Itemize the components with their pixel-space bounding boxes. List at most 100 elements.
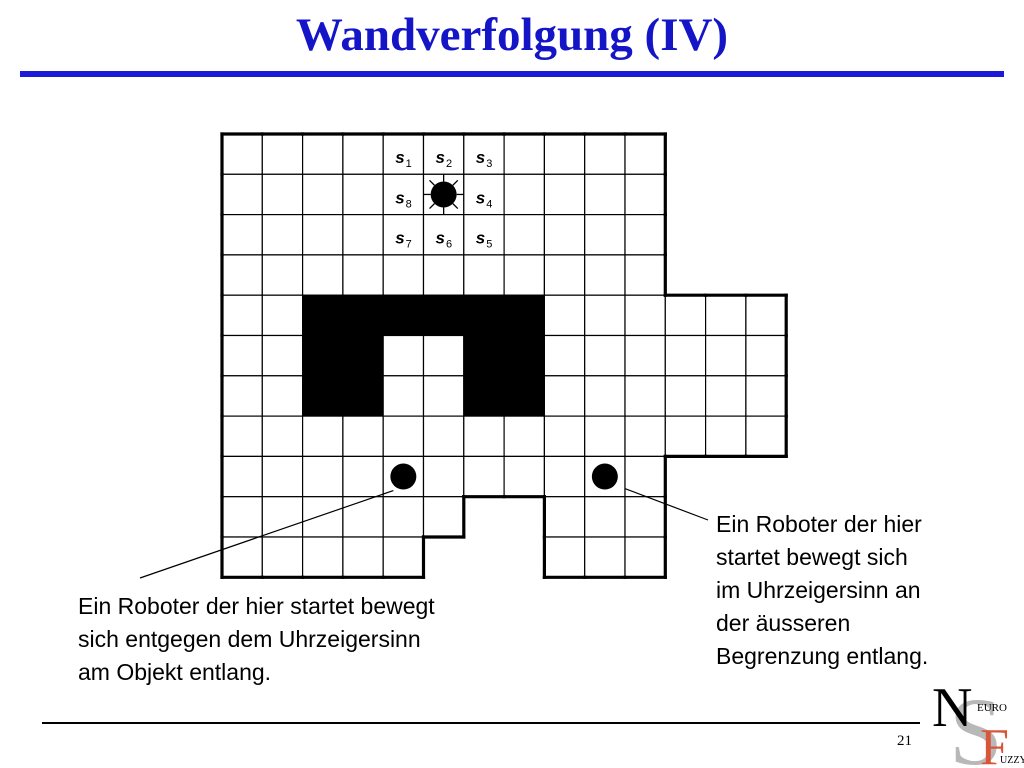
sensor-index: 2 bbox=[446, 158, 452, 170]
robot-top bbox=[430, 181, 457, 208]
robots bbox=[390, 174, 618, 490]
grid-cell bbox=[664, 294, 707, 337]
grid-cell bbox=[624, 173, 666, 216]
obstacle-cell bbox=[463, 294, 505, 337]
grid-cell bbox=[342, 496, 384, 538]
sensor-letter: s bbox=[436, 229, 445, 248]
grid-cell bbox=[261, 173, 304, 216]
grid-cell bbox=[624, 294, 666, 337]
grid-cell bbox=[221, 496, 263, 538]
page-number: 21 bbox=[897, 733, 912, 749]
logo-text-uzzy: UZZY bbox=[1000, 755, 1024, 766]
grid-cell bbox=[624, 455, 666, 498]
grid-cell bbox=[342, 254, 384, 296]
note-left: Ein Roboter der hier startet bewegt sich… bbox=[78, 590, 548, 689]
grid-cell bbox=[543, 415, 586, 458]
grid-cell bbox=[221, 415, 263, 458]
sensor-s7: s7 bbox=[395, 229, 412, 251]
grid-cell bbox=[261, 415, 304, 458]
obstacle-cell bbox=[302, 294, 344, 337]
logo-letter-f: F bbox=[980, 719, 1009, 768]
sensor-index: 5 bbox=[486, 239, 492, 251]
grid-cell bbox=[302, 173, 344, 216]
note-left-line: am Objekt entlang. bbox=[78, 659, 272, 685]
note-right-line: Begrenzung entlang. bbox=[716, 643, 929, 669]
grid-cell bbox=[261, 536, 304, 578]
grid-cell bbox=[543, 496, 586, 538]
grid-cell bbox=[543, 334, 586, 377]
grid-cell bbox=[422, 455, 465, 498]
grid-cell bbox=[422, 334, 465, 377]
grid-cell bbox=[221, 455, 263, 498]
grid-cell bbox=[342, 133, 384, 175]
obstacle-cell bbox=[342, 375, 384, 417]
pointer-left bbox=[139, 489, 394, 579]
grid-cell bbox=[342, 455, 384, 498]
grid-cell bbox=[302, 214, 344, 256]
sensor-s4: s4 bbox=[476, 188, 493, 210]
grid-cell bbox=[302, 254, 344, 296]
grid-cell bbox=[624, 415, 666, 458]
grid-cell bbox=[543, 536, 586, 578]
grid-cell bbox=[463, 415, 505, 458]
sensor-letter: s bbox=[395, 188, 404, 207]
note-right-line: Ein Roboter der hier bbox=[716, 511, 922, 537]
grid-cell bbox=[584, 294, 626, 337]
obstacle-cell bbox=[463, 334, 505, 377]
sensor-ray bbox=[429, 203, 435, 210]
grid-cell bbox=[543, 375, 586, 417]
sensor-letter: s bbox=[476, 148, 485, 167]
obstacle-cell bbox=[503, 334, 546, 377]
grid-cell bbox=[261, 254, 304, 296]
grid-cell bbox=[704, 294, 747, 337]
sensor-s8: s8 bbox=[395, 188, 412, 210]
grid-cell bbox=[624, 334, 666, 377]
grid-cell bbox=[543, 455, 586, 498]
grid-cell bbox=[382, 375, 425, 417]
grid-cell bbox=[422, 415, 465, 458]
grid-cell bbox=[664, 415, 707, 458]
sensor-s5: s5 bbox=[476, 229, 493, 251]
grid-cell bbox=[624, 375, 666, 417]
logo-letter-s: S bbox=[949, 678, 1002, 768]
grid-cell bbox=[745, 375, 787, 417]
grid-cell bbox=[221, 375, 263, 417]
note-right-line: der äusseren bbox=[716, 610, 851, 636]
grid-cell bbox=[624, 536, 666, 578]
grid-cell bbox=[382, 334, 425, 377]
grid-cell bbox=[584, 173, 626, 216]
grid-cell bbox=[463, 173, 505, 216]
sensor-index: 8 bbox=[406, 198, 412, 210]
grid-cell bbox=[584, 375, 626, 417]
grid-walls bbox=[220, 132, 788, 579]
grid-cell bbox=[704, 334, 747, 377]
grid-cell bbox=[664, 334, 707, 377]
robot-left bbox=[390, 463, 417, 490]
grid-cell bbox=[261, 334, 304, 377]
grid-cell bbox=[302, 496, 344, 538]
footer-rule bbox=[42, 722, 920, 724]
grid-cell bbox=[503, 254, 546, 296]
grid-cell bbox=[543, 254, 586, 296]
obstacle-cell bbox=[463, 375, 505, 417]
grid-cell bbox=[261, 294, 304, 337]
sensor-s3: s3 bbox=[476, 148, 493, 170]
grid-cell bbox=[584, 133, 626, 175]
grid-cell bbox=[382, 254, 425, 296]
grid-cell bbox=[342, 214, 384, 256]
grid-cell bbox=[704, 415, 747, 458]
grid-cell bbox=[221, 294, 263, 337]
pointer-lines bbox=[139, 487, 709, 579]
grid-cell bbox=[382, 536, 425, 578]
logo-text-euro: EURO bbox=[977, 702, 1007, 714]
sensor-letter: s bbox=[476, 229, 485, 248]
grid-cell bbox=[584, 334, 626, 377]
grid-cell bbox=[221, 173, 263, 216]
grid-cell bbox=[302, 536, 344, 578]
note-right-line: im Uhrzeigersinn an bbox=[716, 577, 921, 603]
grid-cell bbox=[463, 214, 505, 256]
grid-cell bbox=[584, 214, 626, 256]
grid-cell bbox=[503, 133, 546, 175]
sensor-letter: s bbox=[395, 229, 404, 248]
grid-cell bbox=[543, 214, 586, 256]
